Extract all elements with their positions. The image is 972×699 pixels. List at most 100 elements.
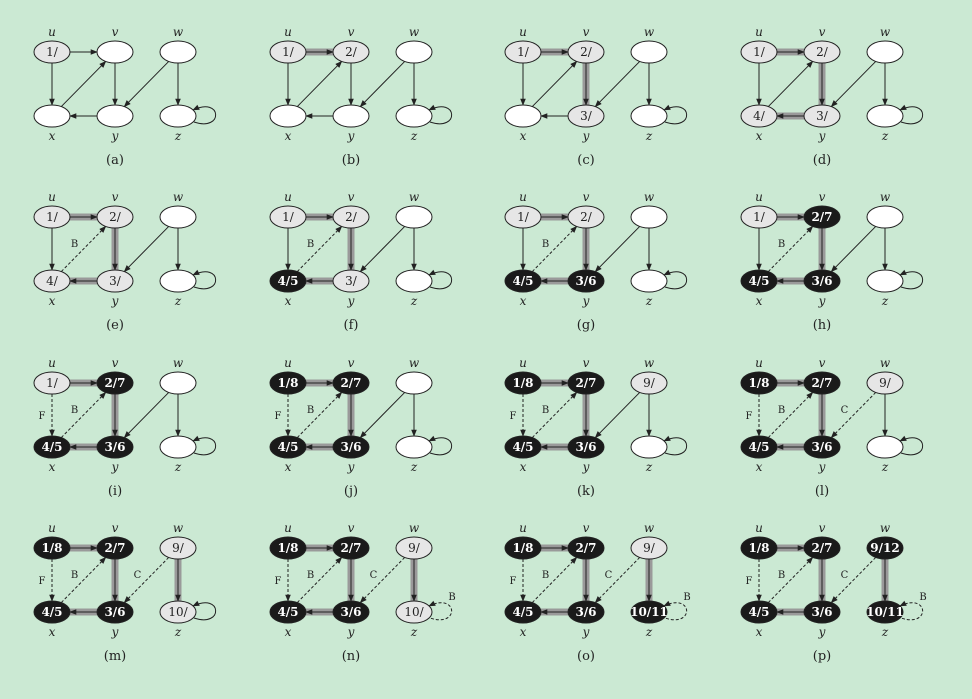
node-shape — [504, 435, 542, 459]
self-loop-zz — [899, 269, 924, 290]
node-shape — [33, 536, 71, 560]
edges: B — [285, 213, 453, 290]
node-w: 9/w — [866, 356, 904, 395]
node-shape — [159, 371, 197, 395]
self-loop-zz — [192, 600, 217, 621]
self-loop-zz — [428, 104, 453, 125]
node-timestamp: 3/6 — [811, 440, 832, 454]
node-shape — [332, 40, 370, 64]
node-shape — [395, 104, 433, 128]
vertex-name: z — [881, 129, 889, 143]
node-timestamp: 3/6 — [104, 605, 125, 619]
vertex-name: w — [880, 190, 891, 204]
node-shape — [96, 104, 134, 128]
node-timestamp: 2/7 — [104, 376, 125, 390]
panel-caption: (b) — [342, 153, 360, 168]
node-shape — [630, 104, 668, 128]
node-shape — [159, 269, 197, 293]
vertex-name: y — [582, 294, 590, 308]
node-w: w — [866, 25, 904, 64]
node-shape — [866, 40, 904, 64]
edge-type-label: F — [746, 411, 753, 422]
node-x: 4/5x — [504, 435, 542, 474]
edges: B — [756, 213, 924, 290]
vertex-name: u — [519, 521, 527, 535]
node-v: 2/v — [332, 190, 370, 229]
node-x: x — [269, 104, 307, 143]
node-w: w — [159, 25, 197, 64]
node-timestamp: 3/ — [109, 274, 122, 288]
edge-wy — [594, 226, 641, 273]
edge-type-label: B — [778, 570, 785, 581]
node-w: w — [630, 25, 668, 64]
vertex-name: w — [880, 356, 891, 370]
node-shape — [803, 600, 841, 624]
edge-type-label: F — [39, 576, 46, 587]
node-timestamp: 4/5 — [748, 605, 769, 619]
node-z: 10/11z — [630, 600, 668, 639]
node-shape — [504, 205, 542, 229]
node-timestamp: 3/6 — [104, 440, 125, 454]
panel-caption: (p) — [813, 649, 831, 664]
node-z: z — [630, 104, 668, 143]
vertex-name: v — [112, 356, 119, 370]
vertex-name: w — [644, 356, 655, 370]
vertex-name: v — [348, 521, 355, 535]
vertex-name: v — [112, 521, 119, 535]
node-timestamp: 9/ — [643, 541, 656, 555]
edge-type-label: F — [746, 576, 753, 587]
node-y: 3/6y — [567, 269, 605, 308]
node-timestamp: 1/8 — [748, 376, 769, 390]
node-timestamp: 4/5 — [41, 605, 62, 619]
node-w: w — [395, 356, 433, 395]
edge-type-label: F — [275, 411, 282, 422]
self-loop-zz — [899, 104, 924, 125]
edge-type-label: C — [841, 405, 849, 416]
vertex-name: w — [644, 521, 655, 535]
self-loop-zz — [899, 435, 924, 456]
node-shape — [740, 104, 778, 128]
node-x: 4/5x — [504, 600, 542, 639]
node-shape — [96, 536, 134, 560]
node-shape — [96, 371, 134, 395]
node-timestamp: 2/ — [109, 210, 122, 224]
node-timestamp: 1/ — [46, 210, 59, 224]
node-shape — [332, 435, 370, 459]
node-v: 2/v — [96, 190, 134, 229]
node-u: 1/u — [740, 190, 778, 229]
edge-type-label: B — [448, 592, 455, 603]
node-shape — [159, 40, 197, 64]
node-shape — [740, 536, 778, 560]
vertex-name: x — [520, 294, 527, 308]
node-v: 2/v — [567, 190, 605, 229]
node-y: 3/y — [332, 269, 370, 308]
node-shape — [630, 371, 668, 395]
vertex-name: z — [410, 294, 418, 308]
node-shape — [740, 269, 778, 293]
node-timestamp: 4/5 — [512, 605, 533, 619]
edge-type-label: B — [778, 239, 785, 250]
panel-caption: (e) — [106, 318, 124, 333]
node-timestamp: 2/7 — [340, 541, 361, 555]
edge-wy — [830, 557, 877, 604]
node-shape — [159, 205, 197, 229]
vertex-name: y — [582, 625, 590, 639]
vertex-name: u — [519, 356, 527, 370]
edge-type-label: B — [71, 239, 78, 250]
node-shape — [33, 104, 71, 128]
edges: B — [520, 213, 688, 290]
node-v: 2/7v — [332, 356, 370, 395]
node-timestamp: 9/12 — [870, 541, 899, 555]
edge-type-label: F — [510, 576, 517, 587]
edge-wy — [594, 557, 641, 604]
vertex-name: w — [644, 25, 655, 39]
node-u: 1/u — [33, 190, 71, 229]
node-y: 3/y — [803, 104, 841, 143]
vertex-name: v — [819, 25, 826, 39]
self-loop-zz — [428, 269, 453, 290]
vertex-name: v — [348, 190, 355, 204]
